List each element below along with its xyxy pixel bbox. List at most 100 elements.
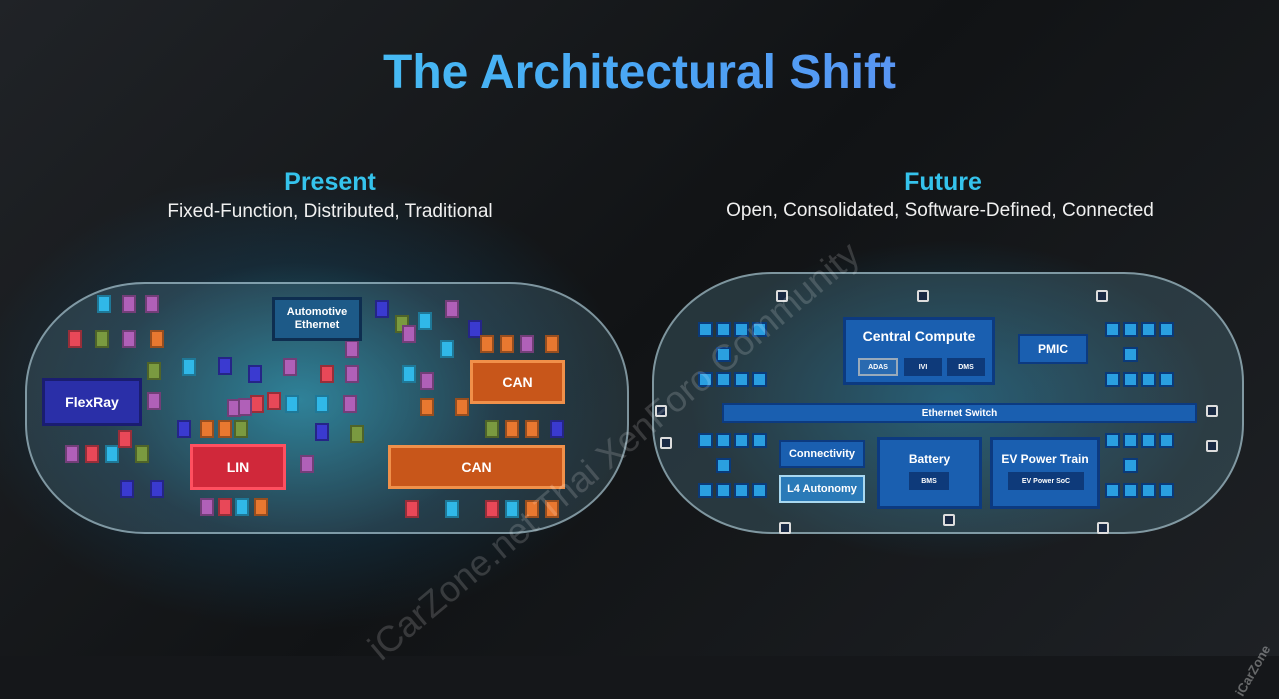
zone-node: [1123, 347, 1138, 362]
ecu-node: [200, 498, 214, 516]
zone-node: [698, 433, 713, 448]
ecu-node: [505, 420, 519, 438]
ecu-node: [418, 312, 432, 330]
ecu-node: [420, 398, 434, 416]
zone-node: [716, 322, 731, 337]
ecu-node: [375, 300, 389, 318]
zone-node: [734, 433, 749, 448]
zone-node: [1141, 433, 1156, 448]
zone-node: [716, 433, 731, 448]
zone-node: [1123, 458, 1138, 473]
ecu-node: [68, 330, 82, 348]
ecu-node: [500, 335, 514, 353]
zone-node: [1123, 322, 1138, 337]
ecu-node: [315, 395, 329, 413]
ecu-node: [250, 395, 264, 413]
ev-power-train-label: EV Power Train: [1001, 452, 1089, 466]
sensor-icon: [776, 290, 788, 302]
ecu-node: [200, 420, 214, 438]
sensor-icon: [779, 522, 791, 534]
future-subtitle: Open, Consolidated, Software-Defined, Co…: [726, 200, 1154, 221]
zone-node: [1159, 483, 1174, 498]
zone-node: [752, 433, 767, 448]
dms-chip: DMS: [947, 358, 985, 376]
ecu-node: [520, 335, 534, 353]
zone-node: [1105, 433, 1120, 448]
ecu-node: [147, 362, 161, 380]
ethernet-switch-bar: Ethernet Switch: [722, 403, 1197, 423]
sensor-icon: [1206, 440, 1218, 452]
ecu-node: [525, 420, 539, 438]
zone-node: [1105, 483, 1120, 498]
automotive-ethernet-module: Automotive Ethernet: [272, 297, 362, 341]
bms-chip: BMS: [909, 472, 949, 490]
ecu-node: [405, 500, 419, 518]
ecu-node: [345, 365, 359, 383]
ecu-node: [85, 445, 99, 463]
ecu-node: [150, 330, 164, 348]
zone-node: [1105, 372, 1120, 387]
adas-chip: ADAS: [858, 358, 898, 376]
l4-autonomy-module: L4 Autonomy: [779, 475, 865, 503]
ecu-node: [248, 365, 262, 383]
ecu-node: [95, 330, 109, 348]
ecu-node: [238, 398, 252, 416]
zone-node: [716, 483, 731, 498]
ecu-node: [505, 500, 519, 518]
zone-node: [1159, 322, 1174, 337]
ecu-node: [135, 445, 149, 463]
zone-node: [1105, 322, 1120, 337]
zone-node: [716, 458, 731, 473]
zone-node: [698, 322, 713, 337]
ecu-node: [105, 445, 119, 463]
can-module-bottom: CAN: [388, 445, 565, 489]
present-heading: Present: [284, 168, 376, 196]
ecu-node: [455, 398, 469, 416]
ecu-node: [320, 365, 334, 383]
zone-node: [1141, 483, 1156, 498]
central-compute-label: Central Compute: [862, 328, 976, 344]
ecu-node: [234, 420, 248, 438]
ecu-node: [485, 420, 499, 438]
ecu-node: [420, 372, 434, 390]
sensor-icon: [655, 405, 667, 417]
zone-node: [1159, 372, 1174, 387]
ecu-node: [440, 340, 454, 358]
zone-node: [734, 483, 749, 498]
ecu-node: [182, 358, 196, 376]
flexray-module: FlexRay: [42, 378, 142, 426]
can-module-top: CAN: [470, 360, 565, 404]
sensor-icon: [1206, 405, 1218, 417]
ecu-node: [283, 358, 297, 376]
ecu-node: [285, 395, 299, 413]
ecu-node: [550, 420, 564, 438]
zone-node: [1141, 372, 1156, 387]
zone-node: [752, 483, 767, 498]
ecu-node: [150, 480, 164, 498]
zone-node: [716, 347, 731, 362]
ecu-node: [468, 320, 482, 338]
zone-node: [1141, 322, 1156, 337]
slide-title: The Architectural Shift: [0, 45, 1279, 100]
ecu-node: [545, 500, 559, 518]
ecu-node: [218, 498, 232, 516]
connectivity-module: Connectivity: [779, 440, 865, 468]
ecu-node: [218, 357, 232, 375]
ecu-node: [177, 420, 191, 438]
sensor-icon: [1097, 522, 1109, 534]
sensor-icon: [660, 437, 672, 449]
ecu-node: [485, 500, 499, 518]
ecu-node: [545, 335, 559, 353]
battery-label: Battery: [908, 452, 951, 466]
ecu-node: [118, 430, 132, 448]
ecu-node: [120, 480, 134, 498]
ecu-node: [254, 498, 268, 516]
ecu-node: [402, 365, 416, 383]
ecu-node: [300, 455, 314, 473]
ecu-node: [218, 420, 232, 438]
zone-node: [752, 372, 767, 387]
ecu-node: [122, 330, 136, 348]
ecu-node: [445, 500, 459, 518]
ecu-node: [402, 325, 416, 343]
ecu-node: [345, 340, 359, 358]
